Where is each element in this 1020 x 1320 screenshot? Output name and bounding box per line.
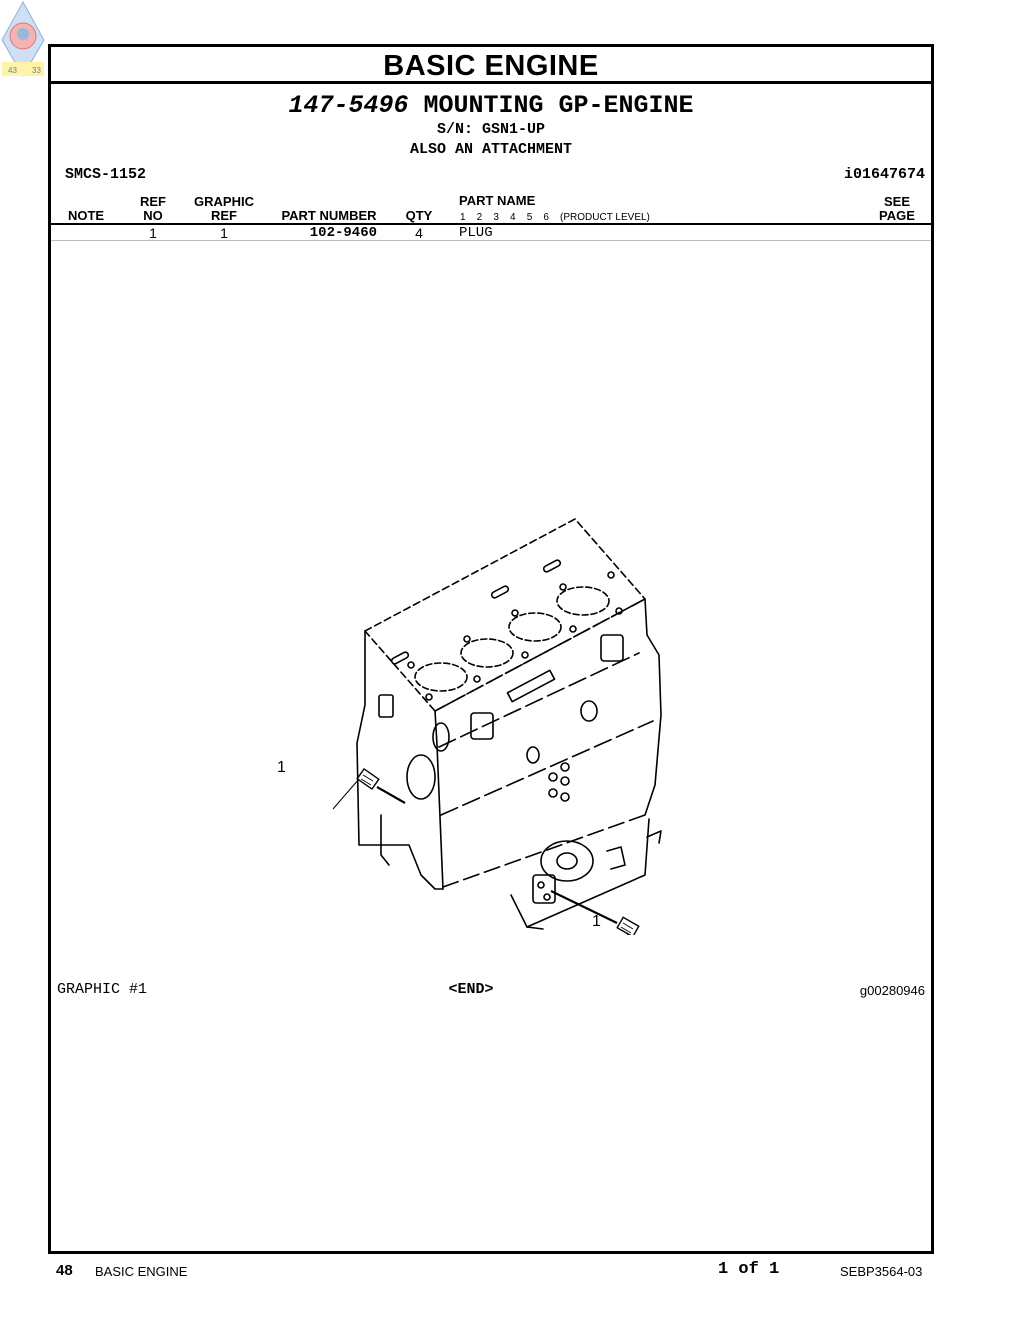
footer-section: BASIC ENGINE (95, 1264, 188, 1279)
serial-number: S/N: GSN1-UP (436, 121, 546, 138)
col-qty: QTY (405, 208, 433, 223)
col-ref-no-bottom: NO (143, 208, 163, 223)
info-id: i01647674 (843, 166, 925, 183)
parts-table-header: NOTE REF NO GRAPHIC REF PART NUMBER QTY … (51, 193, 931, 225)
page-title: BASIC ENGINE (51, 47, 931, 84)
end-marker: <END> (448, 981, 494, 998)
row-part-name: PLUG (459, 225, 493, 241)
page-frame: BASIC ENGINE 147-5496 MOUNTING GP-ENGINE… (48, 44, 934, 1254)
col-graphic-ref-top: GRAPHIC (194, 194, 254, 209)
col-ref-no-top: REF (140, 194, 166, 209)
col-graphic-ref-bottom: REF (211, 208, 237, 223)
col-see-page-bottom: PAGE (879, 208, 915, 223)
engine-block-drawing (332, 518, 662, 935)
page-number: 48 (56, 1262, 73, 1279)
row-graphic-ref: 1 (220, 225, 228, 241)
row-part-number: 102-9460 (309, 225, 377, 241)
col-see-page-top: SEE (883, 194, 910, 209)
graphic-id: g00280946 (859, 983, 925, 998)
col-note: NOTE (67, 208, 105, 223)
col-part-name: PART NAME (459, 193, 536, 208)
col-part-number: PART NUMBER (281, 208, 377, 223)
row-divider (51, 240, 931, 241)
group-name: MOUNTING GP-ENGINE (423, 91, 694, 120)
document-number: SEBP3564-03 (840, 1264, 923, 1279)
col-product-levels: 1 2 3 4 5 6 (PRODUCT LEVEL) (460, 212, 650, 223)
page-of: 1 of 1 (718, 1260, 780, 1279)
graphic-label: GRAPHIC #1 (57, 981, 148, 998)
callout-left: 1 (277, 759, 286, 776)
row-qty: 4 (415, 225, 423, 241)
attachment-note: ALSO AN ATTACHMENT (409, 141, 573, 158)
callout-right: 1 (592, 913, 601, 930)
corner-logo: 43 33 (1, 0, 45, 77)
group-number: 147-5496 (288, 91, 409, 120)
row-ref-no: 1 (149, 225, 157, 241)
group-title: 147-5496 MOUNTING GP-ENGINE (51, 91, 931, 121)
logo-right-number: 33 (32, 66, 41, 75)
logo-left-number: 43 (8, 66, 17, 75)
smcs-code: SMCS-1152 (65, 166, 147, 183)
